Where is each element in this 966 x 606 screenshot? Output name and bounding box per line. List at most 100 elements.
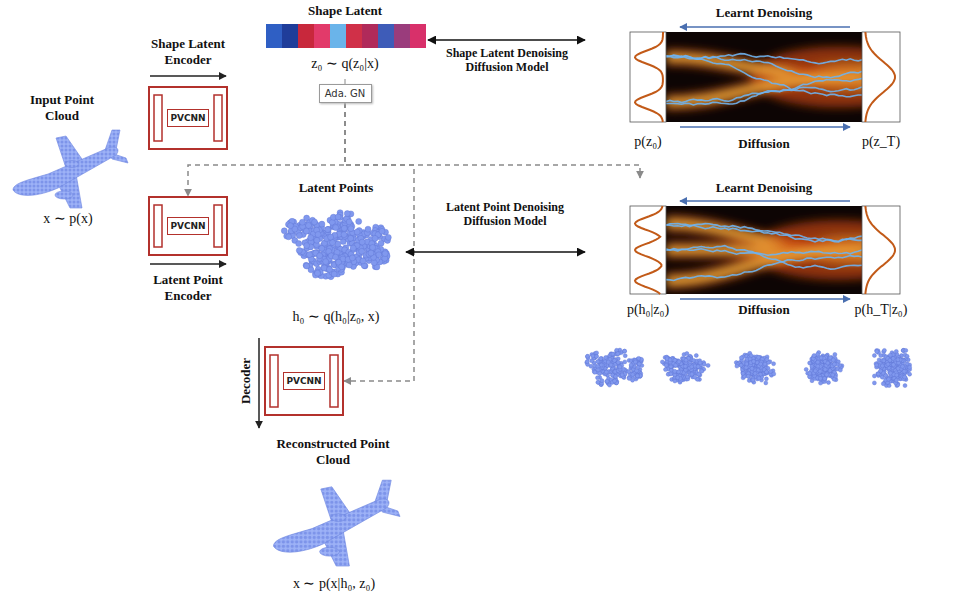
- latent-point: [752, 359, 756, 363]
- density-curve: [635, 206, 663, 294]
- latent-cell: [266, 24, 282, 48]
- latent-point: [303, 228, 309, 234]
- latent-point: [901, 365, 905, 369]
- latent-point: [896, 367, 900, 371]
- latent-cell: [330, 24, 346, 48]
- trajectory-line: [666, 224, 862, 242]
- math-label: p(z₀): [634, 134, 661, 150]
- latent-point: [875, 350, 879, 354]
- latent-point: [683, 364, 687, 368]
- latent-point: [287, 223, 293, 229]
- latent-point-cloud: [585, 348, 644, 387]
- latent-point: [623, 349, 627, 353]
- latent-point: [635, 374, 639, 378]
- latent-point: [764, 381, 768, 385]
- latent-point: [698, 361, 702, 365]
- block-name: Ada. GN: [325, 88, 366, 99]
- latent-point: [631, 373, 635, 377]
- trajectory-line: [666, 249, 862, 256]
- latent-point: [618, 365, 622, 369]
- latent-point: [875, 363, 879, 367]
- text-label: Latent Point Encoder: [138, 272, 238, 304]
- latent-point: [596, 376, 600, 380]
- latent-point: [812, 354, 816, 358]
- latent-point: [378, 240, 384, 246]
- pvcnn-column: [330, 355, 338, 407]
- node-heading: Learnt Denoising: [716, 180, 812, 196]
- latent-point: [872, 381, 876, 385]
- diffusion-panel-box: Learnt DenoisingDiffusionp(h₀|z₀)p(h_T|z…: [585, 178, 925, 320]
- latent-point: [341, 232, 347, 238]
- latent-point: [735, 364, 739, 368]
- latent-point: [332, 224, 338, 230]
- connector: [428, 39, 585, 41]
- latent-point: [281, 228, 287, 234]
- latent-point: [335, 214, 341, 220]
- latent-point: [600, 379, 604, 383]
- latent-point: [600, 357, 604, 361]
- latent-cell: [346, 24, 362, 48]
- latent-cell: [410, 24, 426, 48]
- dashed-connector: [344, 103, 414, 381]
- latent-point: [757, 376, 761, 380]
- latent-points-figure: Latent Pointsh₀ ∼ q(h₀|z₀, x): [266, 180, 406, 330]
- latent-point: [306, 223, 312, 229]
- latent-point: [816, 360, 820, 364]
- latent-point: [296, 241, 302, 247]
- latent-point: [371, 260, 377, 266]
- latent-point: [286, 234, 292, 240]
- latent-point: [348, 235, 354, 241]
- latent-point: [816, 364, 820, 368]
- pvcnn-column: [214, 205, 222, 247]
- latent-point: [348, 226, 354, 232]
- latent-point: [635, 369, 639, 373]
- latent-point: [635, 373, 639, 377]
- trajectory-line: [666, 78, 862, 105]
- latent-point: [759, 362, 763, 366]
- latent-point: [327, 266, 333, 272]
- latent-point: [872, 354, 876, 358]
- block-name: PVCNN: [167, 109, 208, 127]
- latent-point: [819, 356, 823, 360]
- latent-point: [891, 356, 895, 360]
- latent-point: [895, 373, 899, 377]
- math-label: p(h₀|z₀): [627, 302, 669, 318]
- latent-point: [741, 371, 745, 375]
- heatmap: [666, 46, 862, 107]
- latent-point: [908, 372, 912, 376]
- latent-point: [368, 250, 374, 256]
- latent-point: [365, 226, 371, 232]
- latent-point: [668, 358, 672, 362]
- latent-point: [359, 239, 365, 245]
- density-curve: [865, 32, 895, 122]
- latent-point: [356, 218, 362, 224]
- latent-point: [605, 379, 609, 383]
- math-label: p(z_T): [862, 134, 900, 150]
- latent-point: [904, 348, 908, 352]
- latent-point: [605, 380, 609, 384]
- math-label: p(h_T|z₀): [855, 302, 908, 318]
- latent-point: [594, 354, 598, 358]
- latent-point: [822, 367, 826, 371]
- diffusion-arrow: [680, 298, 850, 300]
- latent-point-cloud: [660, 352, 710, 385]
- latent-point: [359, 248, 365, 254]
- block-name: PVCNN: [167, 217, 208, 235]
- latent-point: [825, 373, 829, 377]
- latent-point: [613, 359, 617, 363]
- latent-point: [360, 258, 366, 264]
- latent-point: [823, 377, 827, 381]
- latent-point: [816, 360, 820, 364]
- latent-point: [891, 363, 895, 367]
- latent-cell: [394, 24, 410, 48]
- latent-point: [824, 372, 828, 376]
- latent-point: [609, 363, 613, 367]
- latent-point: [596, 380, 600, 384]
- latent-point: [872, 374, 876, 378]
- edge-label: Latent Point Denoising Diffusion Model: [435, 200, 575, 228]
- airplane-fuselage: [274, 499, 390, 552]
- latent-point: [891, 362, 895, 366]
- latent-point: [303, 262, 309, 268]
- latent-point: [694, 354, 698, 358]
